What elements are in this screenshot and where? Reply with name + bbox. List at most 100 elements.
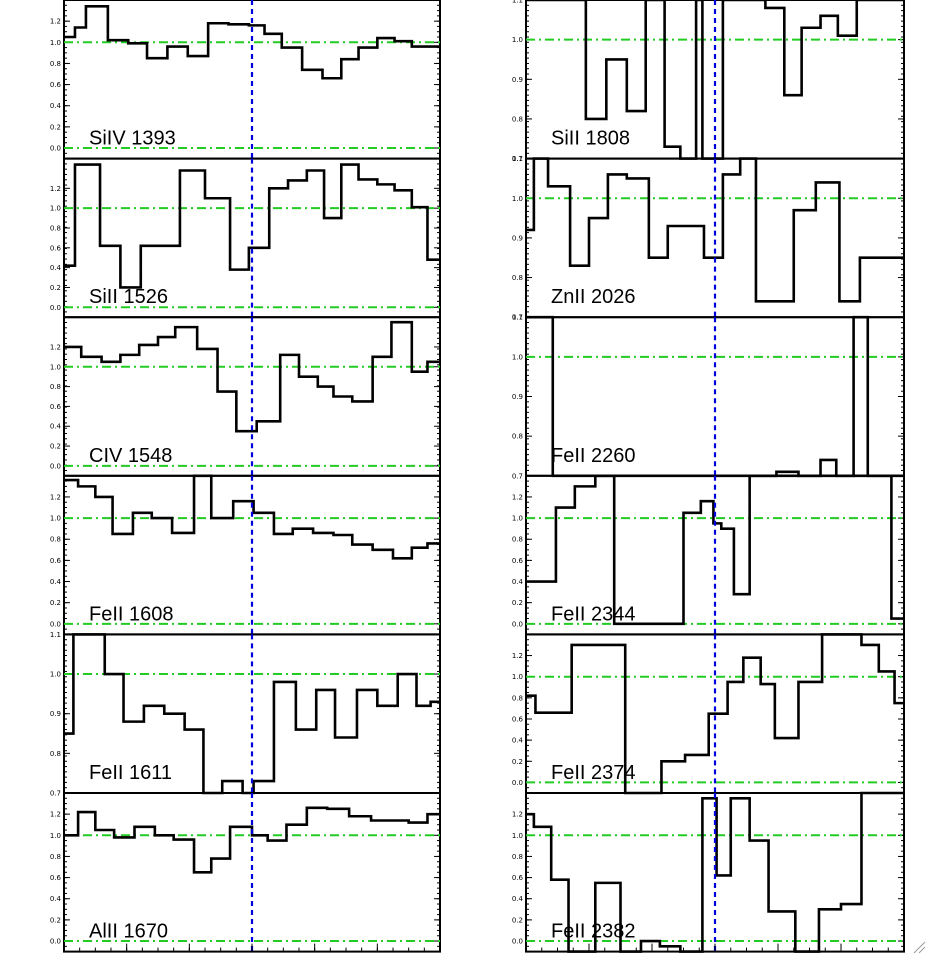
- y-tick-label: 0.4: [512, 895, 524, 903]
- y-tick-label: 0.8: [50, 383, 61, 391]
- y-tick-label: 1.2: [50, 811, 61, 819]
- y-tick-label: 0.6: [50, 244, 62, 252]
- y-tick-label: 0.4: [50, 578, 62, 586]
- y-tick-label: 1.2: [50, 343, 61, 351]
- y-tick-label: 0.2: [512, 758, 523, 766]
- panel-label: FeII 2260: [551, 445, 636, 467]
- y-tick-label: 1.1: [512, 155, 523, 163]
- y-tick-label: 0.9: [512, 393, 523, 401]
- y-tick-label: 1.0: [50, 515, 61, 523]
- y-tick-label: 0.4: [50, 423, 62, 431]
- y-tick-label: 0.8: [50, 536, 61, 544]
- y-tick-label: 0.2: [50, 599, 61, 607]
- y-tick-label: 0.0: [50, 938, 61, 946]
- y-tick-label: 0.8: [512, 853, 523, 861]
- panel-label: FeII 2344: [551, 603, 636, 625]
- y-tick-label: 1.0: [512, 515, 523, 523]
- y-tick-label: 1.2: [512, 811, 523, 819]
- y-tick-label: 0.6: [50, 874, 62, 882]
- y-tick-label: 0.4: [512, 737, 524, 745]
- y-tick-label: 0.6: [512, 715, 524, 723]
- panel-label: SiIV 1393: [89, 128, 176, 150]
- y-tick-label: 0.2: [50, 123, 61, 131]
- y-tick-label: 0.0: [50, 145, 61, 153]
- y-tick-label: 1.1: [512, 0, 523, 5]
- y-tick-label: 0.0: [50, 462, 61, 470]
- y-tick-label: 0.9: [512, 234, 523, 242]
- y-tick-label: 0.8: [512, 274, 523, 282]
- y-tick-label: 1.2: [50, 493, 61, 501]
- y-tick-label: 1.0: [50, 671, 61, 679]
- y-tick-label: 0.0: [50, 620, 61, 628]
- y-tick-label: 0.8: [50, 750, 61, 758]
- flux-histogram: [526, 474, 904, 626]
- y-tick-label: 0.4: [50, 264, 62, 272]
- panel-label: SiII 1808: [551, 128, 630, 150]
- flux-histogram: [64, 806, 440, 874]
- y-tick-label: 1.0: [512, 353, 523, 361]
- y-tick-label: 0.2: [50, 284, 61, 292]
- panel-label: SiII 1526: [89, 286, 168, 308]
- y-tick-label: 1.0: [50, 363, 61, 371]
- y-tick-label: 0.0: [512, 779, 523, 787]
- y-tick-label: 0.7: [50, 790, 61, 798]
- panel-label: FeII 2382: [551, 921, 636, 943]
- y-tick-label: 0.8: [512, 115, 523, 123]
- y-tick-label: 0.8: [50, 224, 61, 232]
- y-tick-label: 0.2: [50, 916, 61, 924]
- flux-histogram: [64, 163, 440, 289]
- flux-histogram: [64, 5, 440, 80]
- y-tick-label: 0.2: [50, 443, 61, 451]
- y-tick-label: 0.9: [50, 710, 61, 718]
- panel-label: CIV 1548: [89, 445, 172, 467]
- y-tick-label: 1.2: [512, 493, 523, 501]
- y-tick-label: 1.2: [512, 652, 523, 660]
- y-tick-label: 1.0: [512, 195, 523, 203]
- y-tick-label: 0.2: [512, 599, 523, 607]
- y-tick-label: 0.8: [50, 853, 61, 861]
- y-tick-label: 0.4: [50, 895, 62, 903]
- flux-histogram: [526, 791, 904, 953]
- y-tick-label: 0.7: [512, 314, 523, 322]
- panel-label: FeII 2374: [551, 762, 636, 784]
- y-tick-label: 1.0: [50, 39, 61, 47]
- y-tick-label: 1.2: [50, 185, 61, 193]
- x-axis: -600-400-2000200400600: [525, 943, 905, 952]
- panel-label: AlII 1670: [89, 921, 168, 943]
- y-tick-label: 0.0: [512, 938, 523, 946]
- y-tick-label: 0.6: [50, 557, 62, 565]
- y-tick-label: 0.6: [50, 403, 62, 411]
- y-tick-label: 0.6: [512, 557, 524, 565]
- y-tick-label: 0.4: [512, 578, 524, 586]
- x-axis: -600-400-2000200400600: [63, 943, 441, 952]
- flux-histogram: [526, 633, 904, 795]
- resize-corner-icon[interactable]: [913, 941, 926, 954]
- y-tick-label: 1.0: [512, 832, 523, 840]
- y-tick-label: 0.0: [512, 620, 523, 628]
- y-tick-label: 0.8: [50, 60, 61, 68]
- y-tick-label: 1.0: [512, 36, 523, 44]
- flux-histogram: [64, 474, 440, 560]
- y-tick-label: 1.0: [50, 205, 61, 213]
- y-tick-label: 1.0: [512, 673, 523, 681]
- y-tick-label: 0.7: [512, 472, 523, 480]
- panel-label: ZnII 2026: [551, 286, 636, 308]
- y-tick-label: 0.8: [512, 694, 523, 702]
- y-tick-label: 0.0: [50, 304, 61, 312]
- y-tick-label: 0.4: [50, 102, 62, 110]
- y-tick-label: 1.1: [512, 314, 523, 322]
- y-tick-label: 0.9: [512, 76, 523, 84]
- flux-histogram: [526, 157, 904, 303]
- y-tick-label: 0.6: [512, 874, 524, 882]
